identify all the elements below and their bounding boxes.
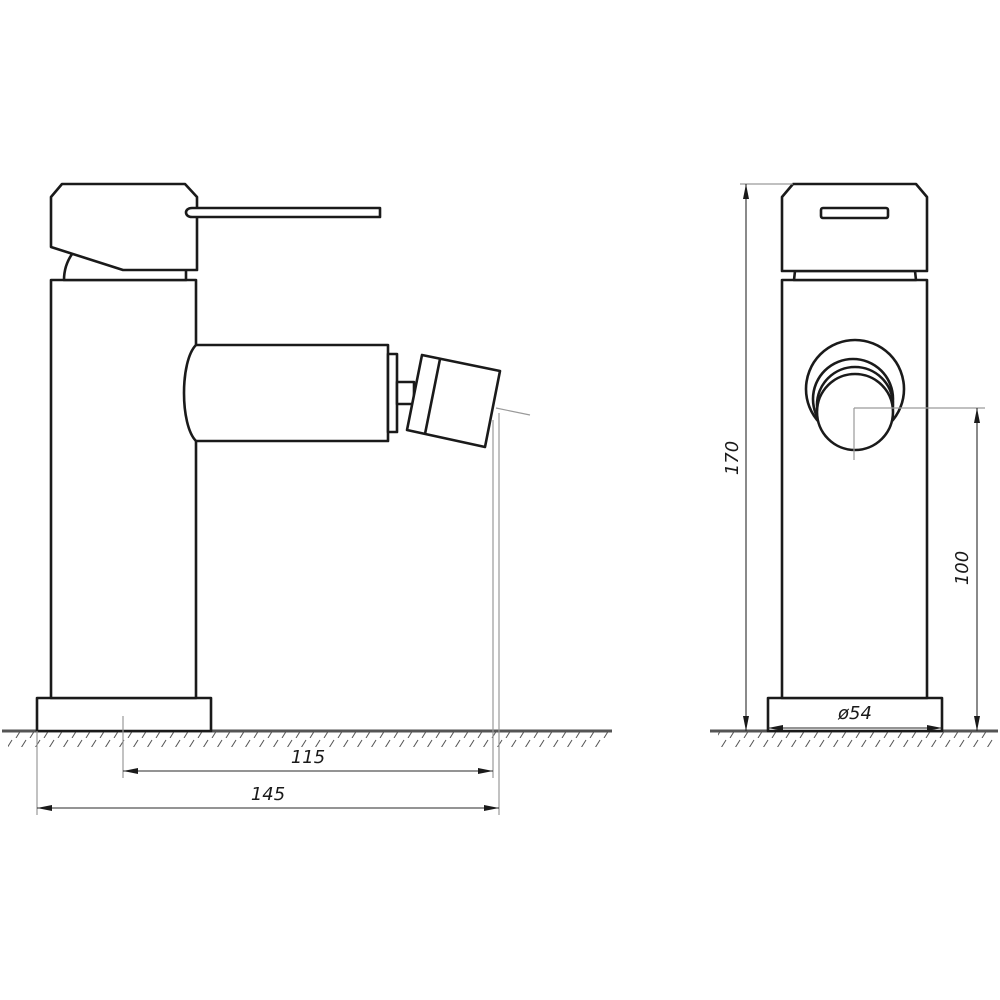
front-view: 170 100 ø54 bbox=[710, 182, 998, 747]
side-view: 115 145 bbox=[2, 182, 612, 815]
swivel-stem bbox=[395, 380, 416, 406]
label-145: 145 bbox=[251, 784, 285, 805]
base-plate bbox=[35, 696, 213, 733]
front-spout-outlet bbox=[804, 338, 906, 452]
label-diameter-54: ø54 bbox=[837, 703, 872, 724]
dimension-total-height: 170 bbox=[722, 184, 749, 731]
dimension-base-diameter: ø54 bbox=[768, 703, 942, 731]
aerator-nozzle bbox=[405, 353, 502, 449]
label-100: 100 bbox=[952, 551, 973, 585]
handle-cap bbox=[49, 182, 199, 272]
ground-line-side bbox=[2, 729, 612, 747]
label-115: 115 bbox=[291, 747, 325, 768]
front-base-plate bbox=[766, 696, 944, 733]
front-handle-cap bbox=[780, 182, 929, 273]
lever-handle bbox=[184, 206, 382, 219]
spout-body bbox=[182, 343, 390, 443]
spout-collar bbox=[386, 352, 399, 434]
label-170: 170 bbox=[722, 441, 743, 475]
faucet-body bbox=[49, 278, 198, 700]
front-lever-slot bbox=[819, 206, 890, 220]
dimension-total-depth: 145 bbox=[37, 784, 499, 811]
dimension-spout-reach: 115 bbox=[123, 747, 493, 774]
front-cartridge-neck bbox=[792, 269, 918, 282]
dimension-spout-height: 100 bbox=[952, 408, 980, 731]
ground-line-front bbox=[710, 729, 998, 747]
